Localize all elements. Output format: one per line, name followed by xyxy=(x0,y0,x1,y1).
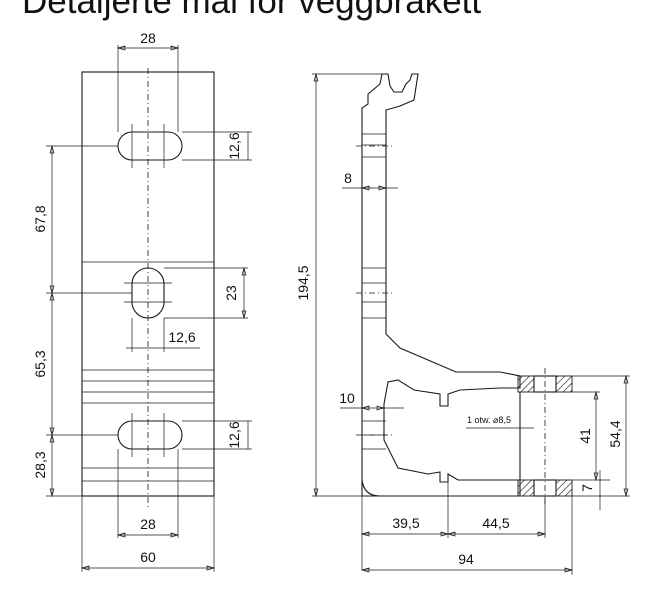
hole-note: 1 otw. ⌀8,5 xyxy=(467,415,511,425)
flange-section-bottom-right xyxy=(555,479,573,497)
dim-overall-depth: 94 xyxy=(458,551,474,567)
dim-flange-thickness: 7 xyxy=(579,484,595,492)
dim-flange-height: 54,4 xyxy=(607,420,623,447)
dim-arrows xyxy=(623,374,629,498)
dim-base-right: 44,5 xyxy=(482,515,509,531)
dim-arrows xyxy=(241,266,247,320)
dim-arrows xyxy=(116,45,180,51)
dim-arrows xyxy=(80,565,216,571)
dim-slot-bottom-height: 12,6 xyxy=(226,421,242,448)
dim-bottom-offset: 28,3 xyxy=(32,451,48,478)
dim-overall-width: 60 xyxy=(140,549,156,565)
dim-bottom-width: 28 xyxy=(140,516,156,532)
dim-slot-middle-width: 12,6 xyxy=(168,329,195,345)
dim-spacing-lower: 65,3 xyxy=(32,350,48,377)
dim-overall-height: 194,5 xyxy=(295,265,311,300)
dim-arrows xyxy=(49,144,55,498)
front-view: 28 28 60 12,6 12,6 23 12,6 xyxy=(32,30,252,572)
dim-arrows xyxy=(313,72,319,498)
dim-lower-thickness: 10 xyxy=(339,390,355,406)
flange-section-bottom-left xyxy=(517,479,535,497)
side-profile xyxy=(361,73,521,497)
top-slot xyxy=(117,131,183,161)
flange-section-top-left xyxy=(517,375,535,393)
dim-arrows xyxy=(116,532,180,538)
dim-slot-top-height: 12,6 xyxy=(226,132,242,159)
side-foot xyxy=(361,479,381,497)
dim-hole-spacing: 41 xyxy=(577,428,593,444)
page-title: Detaljerte mål for veggbrakett xyxy=(22,0,482,21)
dim-arrows xyxy=(360,531,547,537)
dim-wall-thickness: 8 xyxy=(344,170,352,186)
dim-base-left: 39,5 xyxy=(392,515,419,531)
dim-arrows xyxy=(360,185,388,191)
dim-top-width: 28 xyxy=(140,30,156,46)
flange-section-top-right xyxy=(555,375,573,393)
bottom-slot xyxy=(117,420,183,450)
dim-arrows xyxy=(593,390,599,482)
flange-hole-top xyxy=(533,375,557,393)
dim-spacing-upper: 67,8 xyxy=(32,205,48,232)
dim-arrows xyxy=(360,405,386,411)
side-view: 194,5 8 10 1 otw. ⌀8,5 39,5 44,5 94 41 xyxy=(295,72,630,575)
dim-arrows xyxy=(360,567,574,573)
dim-slot-middle-length: 23 xyxy=(223,285,239,301)
